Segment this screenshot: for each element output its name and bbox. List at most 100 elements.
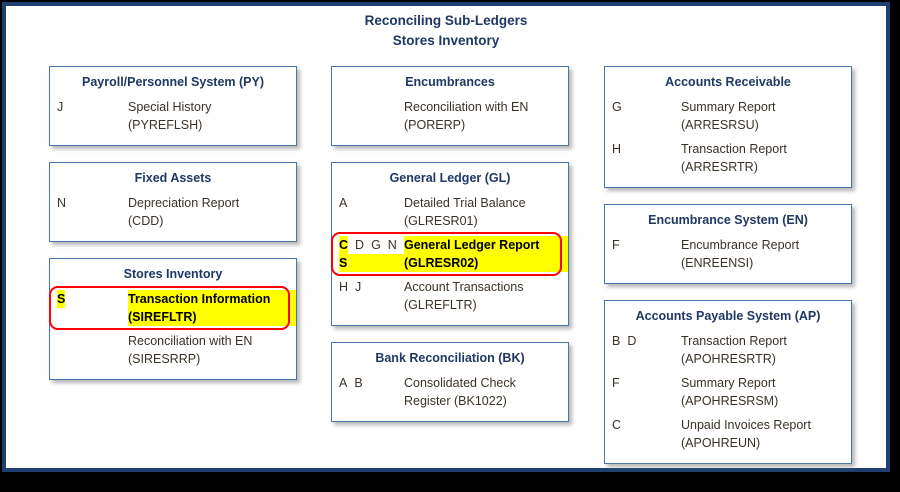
report-code-list: C xyxy=(605,416,681,434)
report-row: H Transaction Report (ARRESRTR) xyxy=(605,137,851,179)
report-code: F xyxy=(612,238,620,252)
report-code-list: F xyxy=(605,374,681,392)
report-description-line-1: Summary Report xyxy=(681,100,776,114)
report-description-line-2: (GLRESR02) xyxy=(404,256,479,270)
report-code: D xyxy=(355,238,365,252)
report-code: C xyxy=(612,418,622,432)
report-description: Encumbrance Report(ENREENSI) xyxy=(681,236,851,272)
system-box-title: Accounts Receivable xyxy=(665,75,791,89)
report-code: H xyxy=(339,280,349,294)
report-code-list: J xyxy=(50,98,128,116)
report-description-line-1: Transaction Report xyxy=(681,142,787,156)
report-row: Reconciliation with EN (SIRESRRP) xyxy=(50,329,296,371)
report-row-highlighted: S Transaction Information(SIREFLTR) xyxy=(49,286,296,330)
report-description: Special History (PYREFLSH) xyxy=(128,98,296,134)
report-description-line-2: (SIREFLTR) xyxy=(128,310,197,324)
diagram-frame: Reconciling Sub-Ledgers Stores Inventory… xyxy=(2,2,890,472)
report-code: B xyxy=(354,376,363,390)
report-code: A xyxy=(339,376,348,390)
report-description: Depreciation Report (CDD) xyxy=(128,194,296,230)
report-description-line-2: (ARRESRSU) xyxy=(681,118,759,132)
report-description: Reconciliation with EN (SIRESRRP) xyxy=(128,332,296,368)
system-box: Encumbrance System (EN) F Encumbrance Repo… xyxy=(604,204,852,284)
report-code-list: H xyxy=(605,140,681,158)
diagram-canvas: Reconciling Sub-Ledgers Stores Inventory… xyxy=(6,6,886,468)
report-code: S xyxy=(57,290,66,308)
report-code-list: F xyxy=(605,236,681,254)
page-title-line-1: Reconciling Sub-Ledgers xyxy=(364,13,528,28)
report-description-line-1: Unpaid Invoices Report xyxy=(681,418,811,432)
report-description-line-1: Special History xyxy=(128,100,212,114)
report-description-line-2: (PYREFLSH) xyxy=(128,118,203,132)
report-code-list: A xyxy=(332,194,404,212)
report-description: Summary Report(APOHRESRSM) xyxy=(681,374,851,410)
system-box-title: Encumbrance System (EN) xyxy=(648,213,808,227)
report-row: F Summary Report(APOHRESRSM) xyxy=(605,371,851,413)
report-code: G xyxy=(371,238,381,252)
report-row: Reconciliation with EN(PORERP) xyxy=(332,95,568,137)
report-description: Detailed Trial Balance(GLRESR01) xyxy=(404,194,568,230)
report-code: J xyxy=(355,280,362,294)
report-description-line-1: Depreciation Report xyxy=(128,196,240,210)
report-description-line-2: (SIRESRRP) xyxy=(128,352,201,366)
report-description-line-2: (ARRESRTR) xyxy=(681,160,758,174)
page-title-line-2: Stores Inventory xyxy=(392,33,500,48)
system-box-title: Fixed Assets xyxy=(134,171,212,185)
report-description: Transaction Report (APOHRESRTR) xyxy=(681,332,851,368)
report-code-list: G xyxy=(605,98,681,116)
report-description-line-2: (CDD) xyxy=(128,214,164,228)
report-description: Summary Report (ARRESRSU) xyxy=(681,98,851,134)
system-box-title: Encumbrances xyxy=(405,75,495,89)
report-code-list: N xyxy=(50,194,128,212)
report-code: F xyxy=(612,376,620,390)
system-box-title: General Ledger (GL) xyxy=(389,171,511,185)
report-row: F Encumbrance Report(ENREENSI) xyxy=(605,233,851,275)
report-description-line-1: Encumbrance Report xyxy=(681,238,800,252)
report-description-line-2: (PORERP) xyxy=(404,118,466,132)
report-description-line-2: (GLRESR01) xyxy=(404,214,478,228)
system-box-title: Payroll/Personnel System (PY) xyxy=(81,75,264,89)
report-description-line-1: Account Transactions xyxy=(404,280,524,294)
page-title: Reconciling Sub-Ledgers Stores Inventory xyxy=(6,11,886,51)
report-code: A xyxy=(339,196,348,210)
report-description-line-2: Register (BK1022) xyxy=(404,394,507,408)
system-box-title: Accounts Payable System (AP) xyxy=(635,309,821,323)
report-description-line-2: (APOHRESRTR) xyxy=(681,352,776,366)
report-description: Transaction Information(SIREFLTR) xyxy=(128,290,296,326)
report-description-line-2: (GLREFLTR) xyxy=(404,298,477,312)
report-description-line-1: General Ledger Report xyxy=(404,238,540,252)
report-description-line-2: (APOHRESRSM) xyxy=(681,394,779,408)
system-box-title: Bank Reconciliation (BK) xyxy=(375,351,525,365)
report-description: General Ledger Report (GLRESR02) xyxy=(404,236,568,272)
report-code: S xyxy=(339,254,404,272)
report-code: H xyxy=(612,142,622,156)
report-description-line-1: Reconciliation with EN xyxy=(128,334,253,348)
report-description: Account Transactions (GLREFLTR) xyxy=(404,278,568,314)
report-description-line-1: Transaction Report xyxy=(681,334,787,348)
report-description-line-2: (APOHREUN) xyxy=(681,436,761,450)
report-description: Reconciliation with EN(PORERP) xyxy=(404,98,568,134)
report-code: B xyxy=(612,334,621,348)
report-description: Unpaid Invoices Report (APOHREUN) xyxy=(681,416,851,452)
report-code: C xyxy=(339,236,349,254)
